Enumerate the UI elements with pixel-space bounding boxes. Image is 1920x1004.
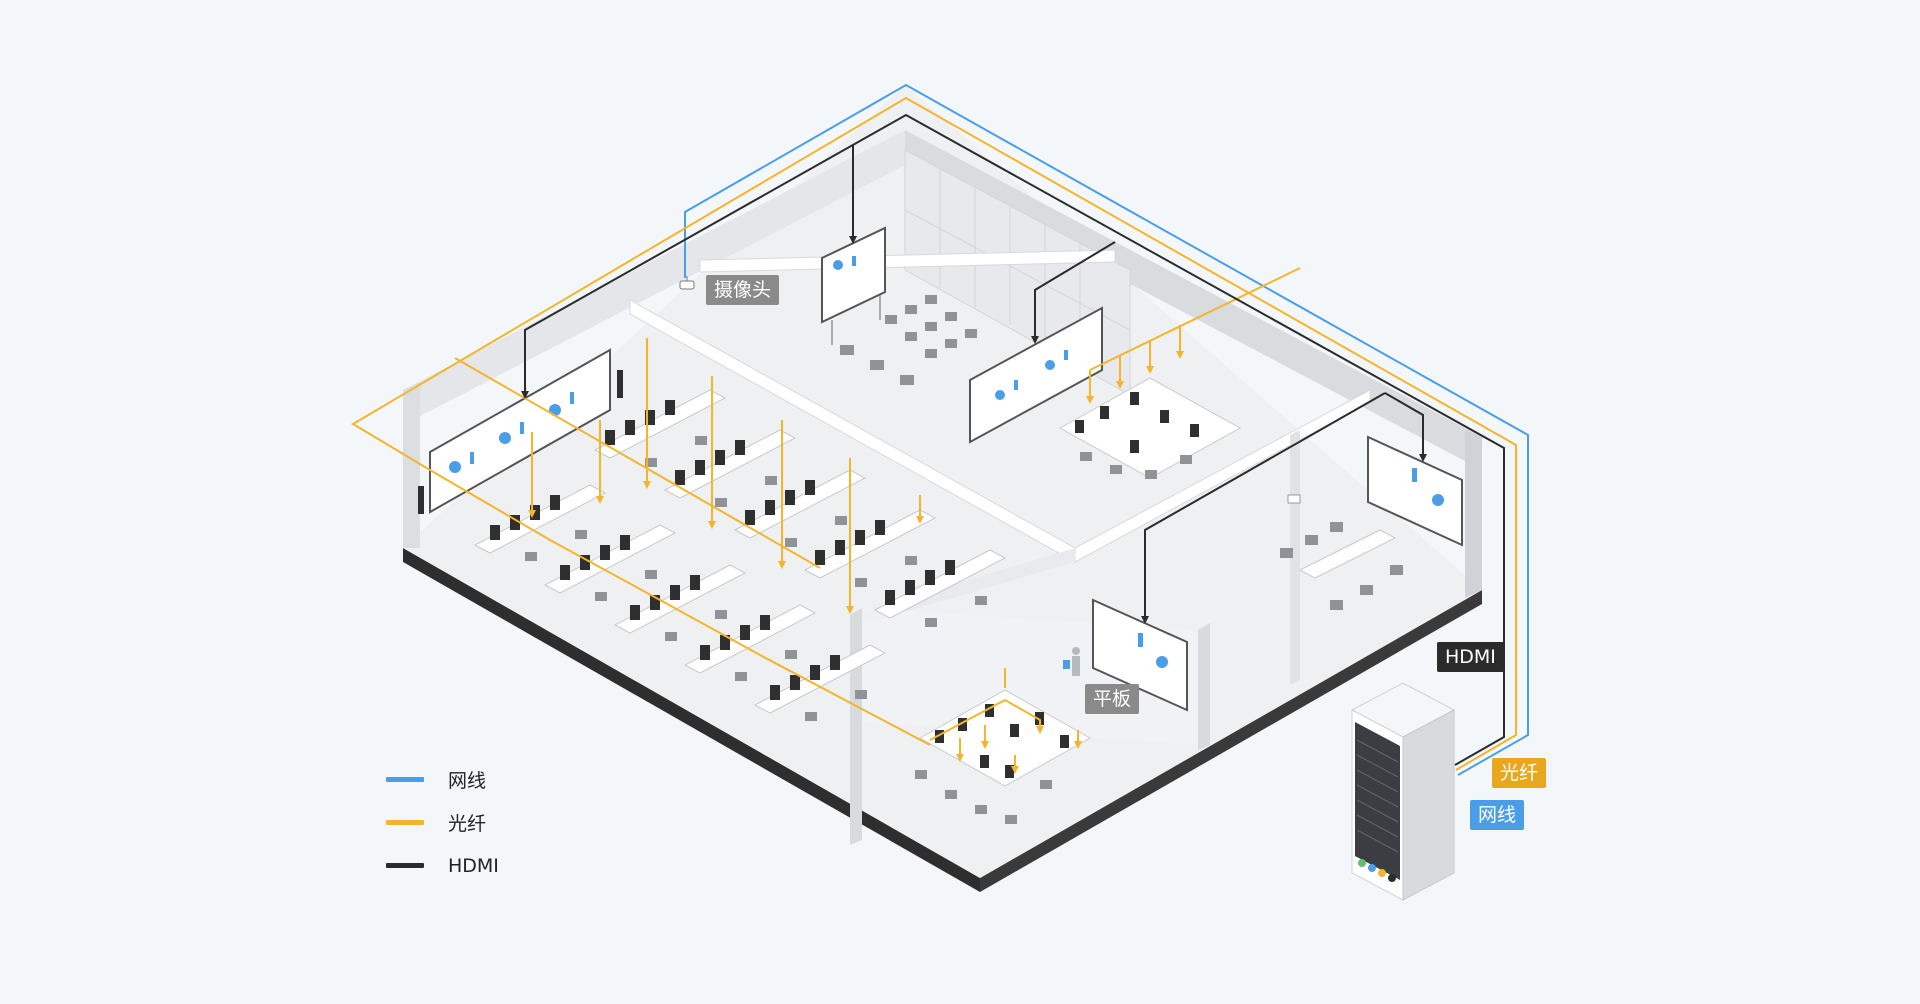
right-outer-wall [1465,430,1482,598]
tag-network: 网线 [1470,800,1525,830]
desks-center-room [1058,377,1242,479]
left-outer-wall [403,382,420,548]
back-wall-left [403,130,905,425]
legend-item-fiber: 光纤 [386,801,499,844]
desks-lower-lab [915,689,1092,824]
cable-hdmi [521,113,1505,766]
camera-icon [679,276,695,290]
projector [1287,494,1301,504]
label-tablet: 平板 [1085,684,1140,714]
tablet-room-wall [1198,623,1210,750]
interior-wall-upper [699,249,1116,273]
display-upper-room [821,226,886,345]
legend-label-fiber: 光纤 [448,813,487,835]
back-wall-right [905,130,1482,470]
legend-swatch-fiber [386,820,424,825]
legend-item-hdmi: HDMI [386,844,499,887]
display-center-room [969,306,1103,444]
label-camera: 摄像头 [706,275,780,305]
legend-label-network: 网线 [448,770,487,792]
floor-slab-side-left [403,548,980,892]
server-rack [1350,682,1456,901]
monitors-main-lab [490,400,955,700]
lab-divider-wall [850,608,862,845]
display-right-room [1367,435,1463,547]
legend-swatch-hdmi [386,863,424,868]
legend: 网线 光纤 HDMI [386,758,499,887]
tag-hdmi: HDMI [1437,642,1504,672]
cable-fiber [351,96,1517,774]
cable-network [684,83,1529,776]
legend-swatch-network [386,777,424,782]
meeting-table-right-room [1280,494,1403,610]
seating-upper-room [840,295,977,385]
legend-item-network: 网线 [386,758,499,801]
chairs-main-lab [525,436,987,721]
tag-fiber: 光纤 [1492,758,1547,788]
display-tablet-room [1092,598,1188,712]
speakers [418,370,623,514]
person-with-tablet-icon [1063,647,1080,676]
legend-label-hdmi: HDMI [448,854,499,877]
interior-wall-room-right [1290,430,1300,685]
floor-slab-side-right [980,590,1482,892]
